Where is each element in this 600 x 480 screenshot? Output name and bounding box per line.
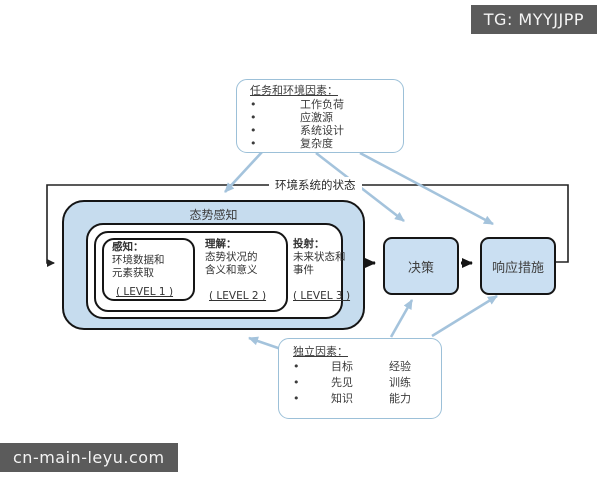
task-env-item: 复杂度 <box>300 137 333 150</box>
list-item: • 应激源 <box>250 111 403 124</box>
level2-heading: 理解： <box>205 238 237 250</box>
bullet-icon: • <box>293 392 300 405</box>
level3-line: 未来状态和 <box>293 251 346 263</box>
level2-line: 态势状况的 <box>205 251 258 263</box>
watermark-tg-badge: TG: MYYJJPP <box>470 5 597 34</box>
list-item: • 复杂度 <box>250 137 403 150</box>
bullet-icon: • <box>250 137 257 150</box>
list-item: • 系统设计 <box>250 124 403 137</box>
bullet-icon: • <box>293 376 300 389</box>
level1-tag: ( LEVEL 1 ) <box>116 286 174 298</box>
level2-text: 理解： 态势状况的 含义和意义 <box>205 238 258 277</box>
task-env-factors-box: 任务和环境因素： • 工作负荷 • 应激源 • 系统设计 • 复杂度 <box>236 79 404 153</box>
situation-awareness-title: 态势感知 <box>189 208 238 222</box>
level3-line: 事件 <box>293 264 314 276</box>
response-measures-box: 响应措施 <box>480 237 556 295</box>
arrow-individual-to-response <box>431 294 498 338</box>
individual-item: 目标 <box>331 360 353 373</box>
task-env-item: 应激源 <box>300 111 333 124</box>
list-item: • 知识 能力 <box>293 391 441 407</box>
level1-text: 感知： 环境数据和 元素获取 <box>112 241 165 280</box>
level2-line: 含义和意义 <box>205 264 258 276</box>
individual-item: 先见 <box>331 376 353 389</box>
arrow-taskenv-to-sa <box>224 151 263 193</box>
individual-item: 知识 <box>331 392 353 405</box>
individual-factors-title: 独立因素： <box>293 345 348 358</box>
level2-tag: ( LEVEL 2 ) <box>209 290 267 302</box>
watermark-site-badge: cn-main-leyu.com <box>0 443 178 472</box>
level1-container-box <box>102 238 195 301</box>
arrow-taskenv-to-response <box>359 151 494 226</box>
arrow-individual-to-decision <box>389 299 414 338</box>
bullet-icon: • <box>293 360 300 373</box>
bullet-icon: • <box>250 111 257 124</box>
individual-item: 训练 <box>389 376 411 389</box>
individual-item: 经验 <box>389 360 411 373</box>
decision-box: 决策 <box>383 237 459 295</box>
task-env-item: 系统设计 <box>300 124 344 137</box>
task-env-factors-title: 任务和环境因素： <box>250 84 338 97</box>
level1-line: 环境数据和 <box>112 254 165 266</box>
bullet-icon: • <box>250 98 257 111</box>
arrow-individual-to-sa <box>248 336 282 351</box>
level1-line: 元素获取 <box>112 267 154 279</box>
level3-tag: ( LEVEL 3 ) <box>293 290 351 302</box>
list-item: • 工作负荷 <box>250 98 403 111</box>
env-system-state-label: 环境系统的状态 <box>269 177 362 193</box>
bullet-icon: • <box>250 124 257 137</box>
list-item: • 目标 经验 <box>293 359 441 375</box>
individual-factors-box: 独立因素： • 目标 经验 • 先见 训练 • 知识 能力 <box>278 338 442 419</box>
individual-item: 能力 <box>389 392 411 405</box>
situation-awareness-box: 态势感知 感知： 环境数据和 元素获取 理解： 态势状况的 含义和意义 投射： … <box>62 200 365 330</box>
level1-heading: 感知： <box>112 241 144 253</box>
level3-heading: 投射： <box>293 238 325 250</box>
level3-text: 投射： 未来状态和 事件 <box>293 238 346 277</box>
task-env-item: 工作负荷 <box>300 98 344 111</box>
list-item: • 先见 训练 <box>293 375 441 391</box>
